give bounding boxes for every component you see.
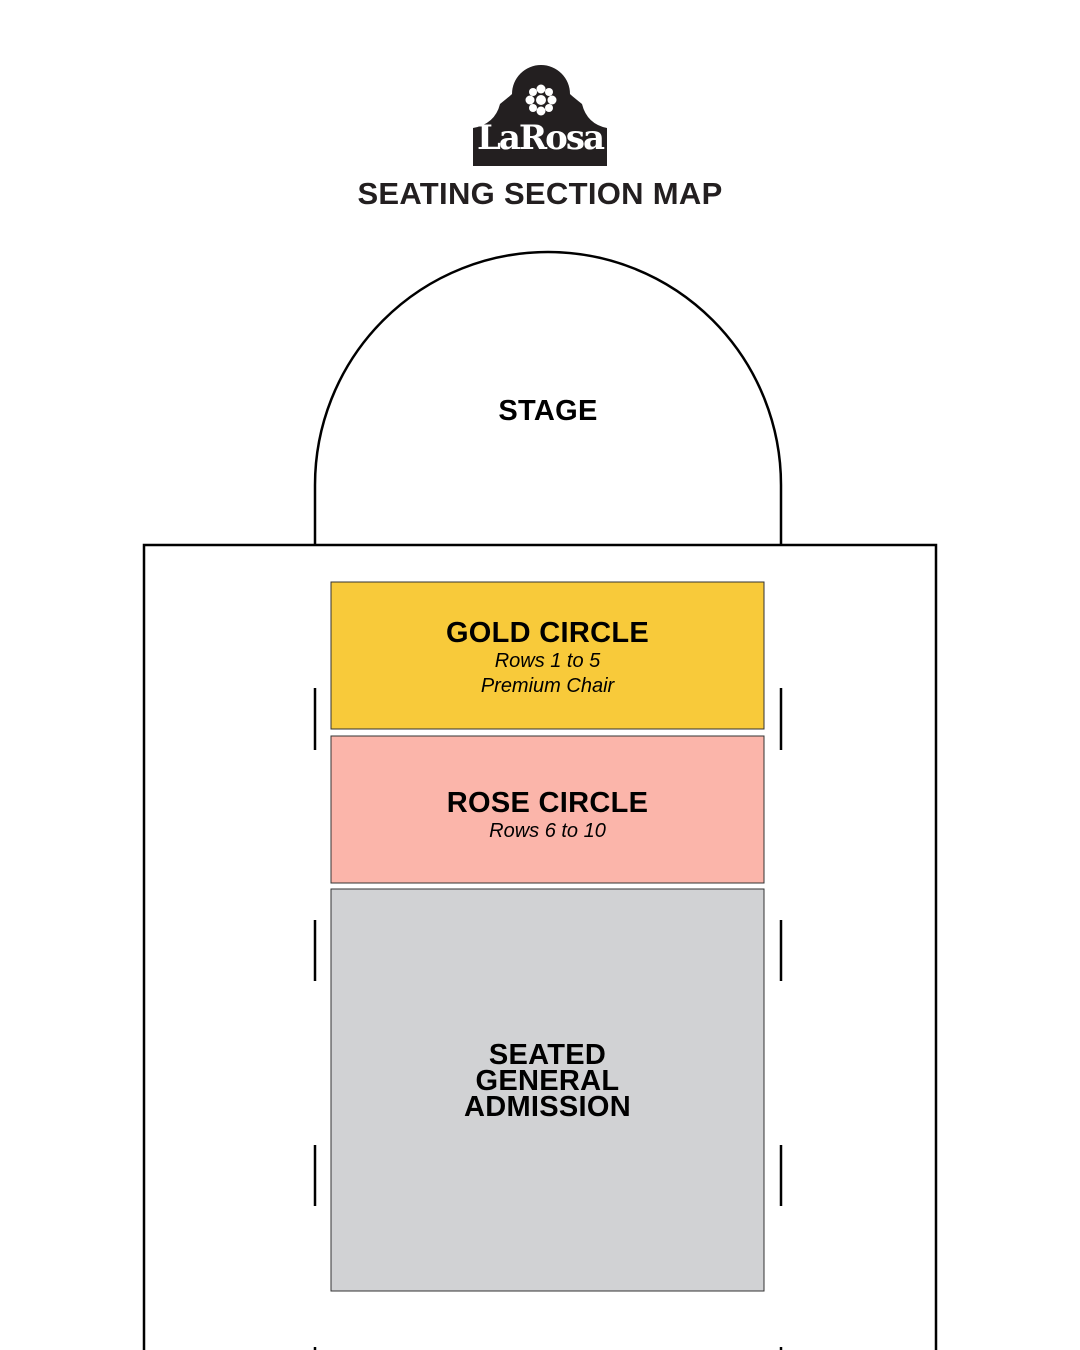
hall-outline	[142, 543, 938, 1350]
gold-circle-label: GOLD CIRCLE Rows 1 to 5 Premium Chair	[331, 617, 764, 699]
section-seat-type: Premium Chair	[480, 675, 615, 697]
label-line: SEATED	[488, 1039, 607, 1071]
section-name: ROSE CIRCLE	[446, 787, 649, 819]
logo-text: LaRosa	[476, 118, 605, 158]
stage-label: STAGE	[498, 395, 598, 427]
label-line: ADMISSION	[463, 1091, 632, 1123]
rose-circle-label: ROSE CIRCLE Rows 6 to 10	[331, 787, 764, 844]
section-rows: Rows 1 to 5	[494, 650, 601, 672]
general-admission-label: SEATED GENERAL ADMISSION	[331, 1039, 764, 1123]
gold-circle-section	[330, 581, 765, 730]
general-admission-section	[330, 888, 765, 1292]
flower-icon	[525, 84, 557, 116]
rose-circle-section	[330, 735, 765, 884]
aisle-markers	[313, 688, 783, 1350]
larosa-logo	[473, 65, 607, 166]
section-name: GOLD CIRCLE	[445, 617, 650, 649]
section-rows: Rows 6 to 10	[489, 820, 606, 842]
page-title: SEATING SECTION MAP	[357, 176, 723, 211]
label-line: GENERAL	[475, 1065, 620, 1097]
stage-outline	[313, 250, 783, 545]
